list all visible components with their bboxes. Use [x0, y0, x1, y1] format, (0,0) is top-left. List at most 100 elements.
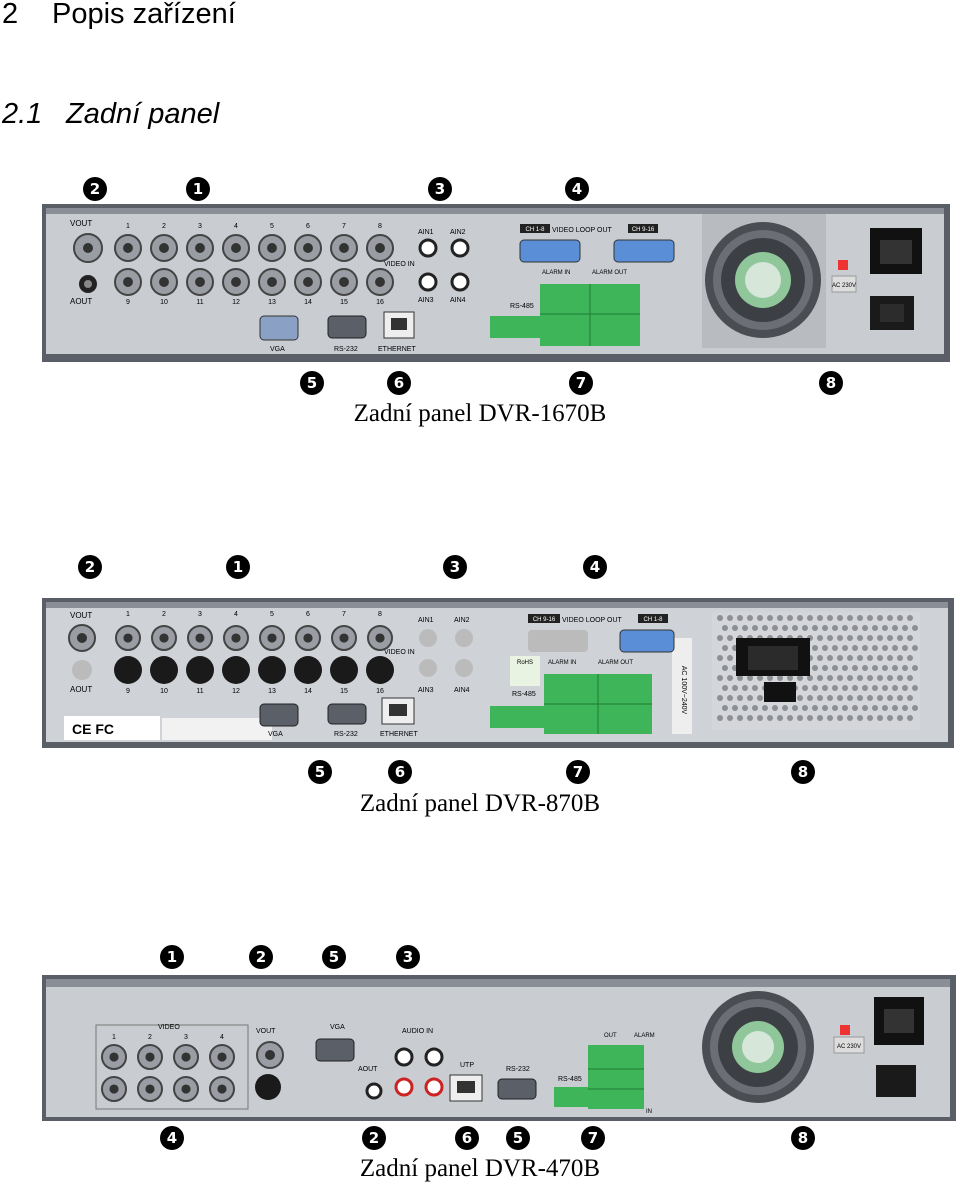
video-loop-out-label: VIDEO LOOP OUT [552, 227, 612, 234]
channel-label: 8 [378, 611, 382, 618]
alarm-in-label: ALARM IN [542, 270, 570, 276]
utp-label: UTP [460, 1062, 474, 1069]
marker-2: 2 [362, 1126, 386, 1150]
vga-label: VGA [330, 1024, 345, 1031]
ethernet-label: ETHERNET [378, 346, 416, 353]
channel-label: 12 [232, 688, 240, 695]
marker-1: 1 [186, 177, 210, 201]
channel-label: 1 [126, 223, 130, 230]
section-title: Popis zařízení [52, 0, 236, 30]
port-cap [186, 656, 214, 684]
channel-label: 4 [220, 1034, 224, 1041]
marker-4: 4 [565, 177, 589, 201]
channel-label: 16 [376, 688, 384, 695]
rs232-label: RS-232 [334, 731, 358, 738]
video-label: VIDEO [158, 1024, 180, 1031]
ch-a-label: CH 9-16 [533, 617, 556, 623]
marker-3: 3 [428, 177, 452, 201]
marker-7: 7 [569, 371, 593, 395]
channel-label: 3 [198, 611, 202, 618]
channel-label: 16 [376, 299, 384, 306]
marker-8: 8 [791, 760, 815, 784]
rs485-label: RS-485 [512, 691, 536, 698]
subsection-number: 2.1 [2, 98, 43, 130]
port-cap [330, 656, 358, 684]
ain4-label: AIN4 [454, 687, 470, 694]
ain3-label: AIN3 [418, 297, 434, 304]
channel-label: 9 [126, 299, 130, 306]
rs232-label: RS-232 [506, 1066, 530, 1073]
marker-6: 6 [387, 371, 411, 395]
marker-1: 1 [160, 945, 184, 969]
marker-6: 6 [455, 1126, 479, 1150]
channel-label: 2 [162, 223, 166, 230]
alarm-in-label: ALARM IN [548, 660, 576, 666]
marker-3: 3 [443, 555, 467, 579]
channel-label: 15 [340, 688, 348, 695]
rs485-label: RS-485 [558, 1076, 582, 1083]
channel-label: 2 [162, 611, 166, 618]
vout-label: VOUT [70, 219, 92, 228]
channel-label: 3 [184, 1034, 188, 1041]
channel-label: 11 [196, 688, 203, 695]
channel-label: 1 [112, 1034, 116, 1041]
vout-label: VOUT [70, 611, 92, 620]
audio-in-label: AUDIO IN [402, 1028, 433, 1035]
ce-fc-label: CE FC [72, 721, 114, 737]
marker-4: 4 [160, 1126, 184, 1150]
ch-a-label: CH 1-8 [525, 227, 545, 233]
ain1-label: AIN1 [418, 617, 434, 624]
alarm-out-label: ALARM OUT [598, 660, 633, 666]
alarm-label: ALARM [634, 1033, 655, 1039]
marker-5: 5 [506, 1126, 530, 1150]
channel-label: 1 [126, 611, 130, 618]
vga-label: VGA [270, 346, 285, 353]
ac-label: AC 230V [832, 283, 856, 289]
channel-label: 5 [270, 223, 274, 230]
marker-3: 3 [396, 945, 420, 969]
channel-label: 8 [378, 223, 382, 230]
vga-label: VGA [268, 731, 283, 738]
subsection-heading: 2.1 Zadní panel [2, 98, 219, 131]
channel-label: 11 [196, 299, 203, 306]
marker-2: 2 [78, 555, 102, 579]
channel-label: 13 [268, 688, 276, 695]
aout-label: AOUT [358, 1066, 378, 1073]
in-label: IN [646, 1109, 652, 1115]
rohs-label: RoHS [517, 660, 533, 666]
ain2-label: AIN2 [454, 617, 470, 624]
channel-label: 6 [306, 223, 310, 230]
marker-8: 8 [791, 1126, 815, 1150]
caption-dvr-1670b: Zadní panel DVR-1670B [353, 400, 607, 427]
channel-label: 10 [160, 688, 168, 695]
marker-8: 8 [819, 371, 843, 395]
marker-5: 5 [300, 371, 324, 395]
aout-label: AOUT [70, 297, 92, 306]
port-cap [222, 656, 250, 684]
rs485-label: RS-485 [510, 303, 534, 310]
ch-b-label: CH 1-8 [643, 617, 663, 623]
channel-label: 3 [198, 223, 202, 230]
port-cap [114, 656, 142, 684]
fan-grill [717, 615, 918, 721]
subsection-title: Zadní panel [66, 98, 220, 130]
port-cap [150, 656, 178, 684]
ethernet-label: ETHERNET [380, 731, 418, 738]
marker-2: 2 [249, 945, 273, 969]
rs232-label: RS-232 [334, 346, 358, 353]
marker-6: 6 [388, 760, 412, 784]
port-cap [366, 656, 394, 684]
caption-dvr-870b: Zadní panel DVR-870B [359, 790, 601, 817]
ain3-label: AIN3 [418, 687, 434, 694]
marker-4: 4 [583, 555, 607, 579]
channel-label: 7 [342, 611, 346, 618]
channel-label: 14 [304, 688, 312, 695]
channel-label: 5 [270, 611, 274, 618]
alarm-out-label: ALARM OUT [592, 270, 627, 276]
marker-7: 7 [581, 1126, 605, 1150]
